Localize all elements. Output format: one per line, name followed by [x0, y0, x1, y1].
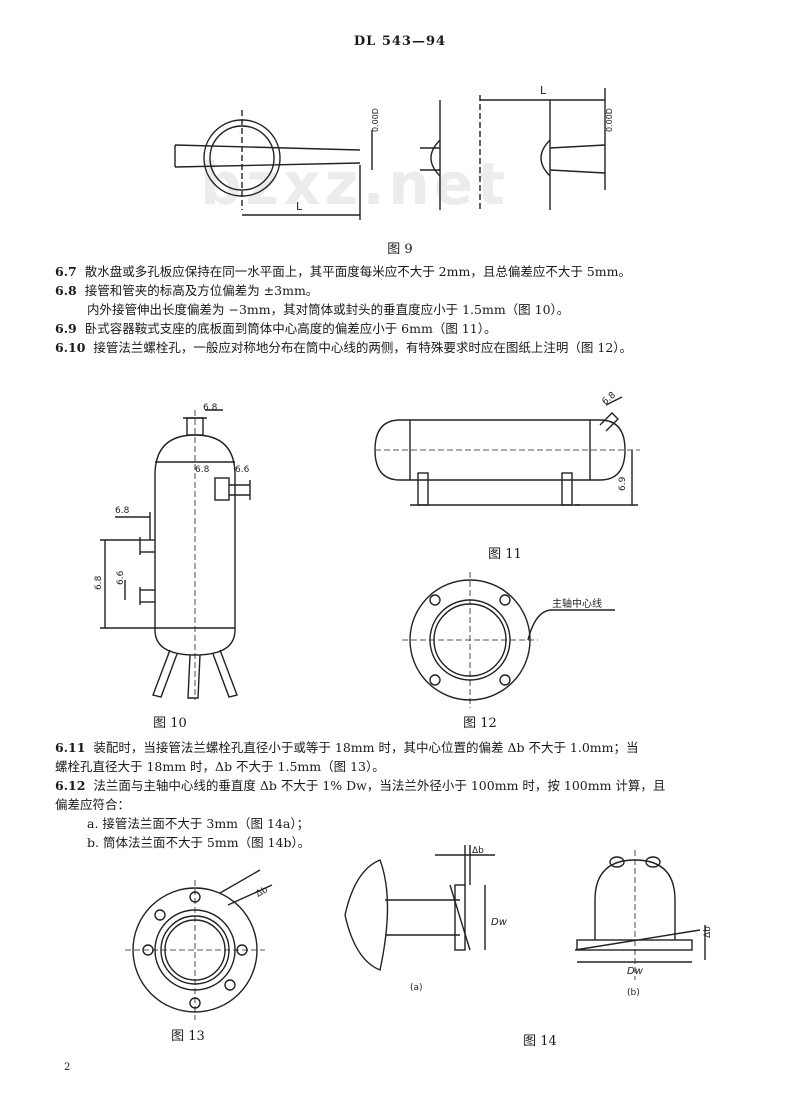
figure-12-caption: 图 12: [463, 716, 497, 731]
figure-10-drawing: 6.8 6.8 6.6 6.8 6.6 6.8: [94, 403, 251, 700]
figure-13-drawing: Δb: [125, 869, 273, 1020]
fig10-label-a: 6.8: [195, 465, 210, 475]
fig9-dim-L2: L: [540, 84, 547, 97]
fig12-callout: 主轴中心线: [552, 597, 602, 610]
fig10-label-b: 6.6: [235, 465, 250, 475]
figure-13-caption: 图 13: [171, 1029, 205, 1044]
figure-11-drawing: 6.8 6.9: [374, 390, 640, 506]
clause-6-12-cont: 偏差应符合：: [55, 797, 131, 812]
clause-6-12-b: b. 筒体法兰面不大于 5mm（图 14b）。: [87, 835, 311, 850]
fig9-dim-v1: 0.00D: [371, 108, 380, 132]
clause-6-11-cont: 螺栓孔直径大于 18mm 时，Δb 不大于 1.5mm（图 13）。: [55, 759, 385, 774]
figure-12-drawing: 主轴中心线: [402, 572, 615, 708]
fig11-label-height: 6.9: [618, 476, 628, 491]
fig14a-label-db: Δb: [472, 846, 484, 856]
figure-14-caption: 图 14: [523, 1034, 557, 1049]
clause-6-7: 6.7 散水盘或多孔板应保持在同一水平面上，其平面度每米应不大于 2mm，且总偏…: [55, 264, 631, 279]
fig9-dim-v2: 0.00D: [605, 108, 614, 132]
clause-6-12-a: a. 接管法兰面不大于 3mm（图 14a）；: [87, 816, 310, 831]
figure-9-caption: 图 9: [387, 242, 413, 257]
clause-6-12: 6.12 法兰面与主轴中心线的垂直度 Δb 不大于 1% Dw，当法兰外径小于 …: [55, 778, 666, 793]
fig11-label-nozzle: 6.8: [601, 390, 619, 407]
fig14a-sub: (a): [410, 983, 423, 993]
clause-6-8: 6.8 接管和管夹的标高及方位偏差为 ±3mm。: [55, 283, 319, 298]
figure-14a-drawing: Δb Dw (a): [344, 845, 508, 993]
figure-11-caption: 图 11: [488, 547, 522, 562]
fig10-label-d: 6.6: [116, 570, 126, 585]
fig10-label-c: 6.8: [115, 506, 130, 516]
figure-10-caption: 图 10: [153, 716, 187, 731]
clause-6-10: 6.10 接管法兰螺栓孔，一般应对称地分布在筒中心线的两侧，有特殊要求时应在图纸…: [55, 340, 633, 355]
page-header: DL 543—94: [353, 34, 447, 49]
fig14b-sub: (b): [627, 988, 640, 998]
fig14a-label-dw: Dw: [491, 917, 508, 928]
fig10-label-top: 6.8: [203, 403, 218, 413]
page-mark: 2: [64, 1062, 71, 1073]
fig10-label-e: 6.8: [94, 575, 104, 590]
watermark: bzxz.net: [200, 150, 509, 218]
clause-6-8-cont: 内外接管伸出长度偏差为 −3mm，其对筒体或封头的垂直度应小于 1.5mm（图 …: [87, 302, 570, 317]
clauses-6-7-to-6-10: 6.7 散水盘或多孔板应保持在同一水平面上，其平面度每米应不大于 2mm，且总偏…: [55, 262, 632, 357]
clause-6-11: 6.11 装配时，当接管法兰螺栓孔直径小于或等于 18mm 时，其中心位置的偏差…: [55, 740, 639, 755]
clauses-6-11-to-6-12: 6.11 装配时，当接管法兰螺栓孔直径小于或等于 18mm 时，其中心位置的偏差…: [55, 738, 665, 852]
fig14b-label-db: Δb: [703, 926, 713, 938]
clause-6-9: 6.9 卧式容器鞍式支座的底板面到筒体中心高度的偏差应小于 6mm（图 11）。: [55, 321, 497, 336]
figure-14b-drawing: Δb Dw (b): [574, 850, 713, 998]
fig9-dim-L1: L: [296, 200, 303, 213]
figure-9-drawing: L L 0.00D 0.00D: [174, 84, 614, 220]
fig14b-label-dw: Dw: [627, 966, 644, 977]
